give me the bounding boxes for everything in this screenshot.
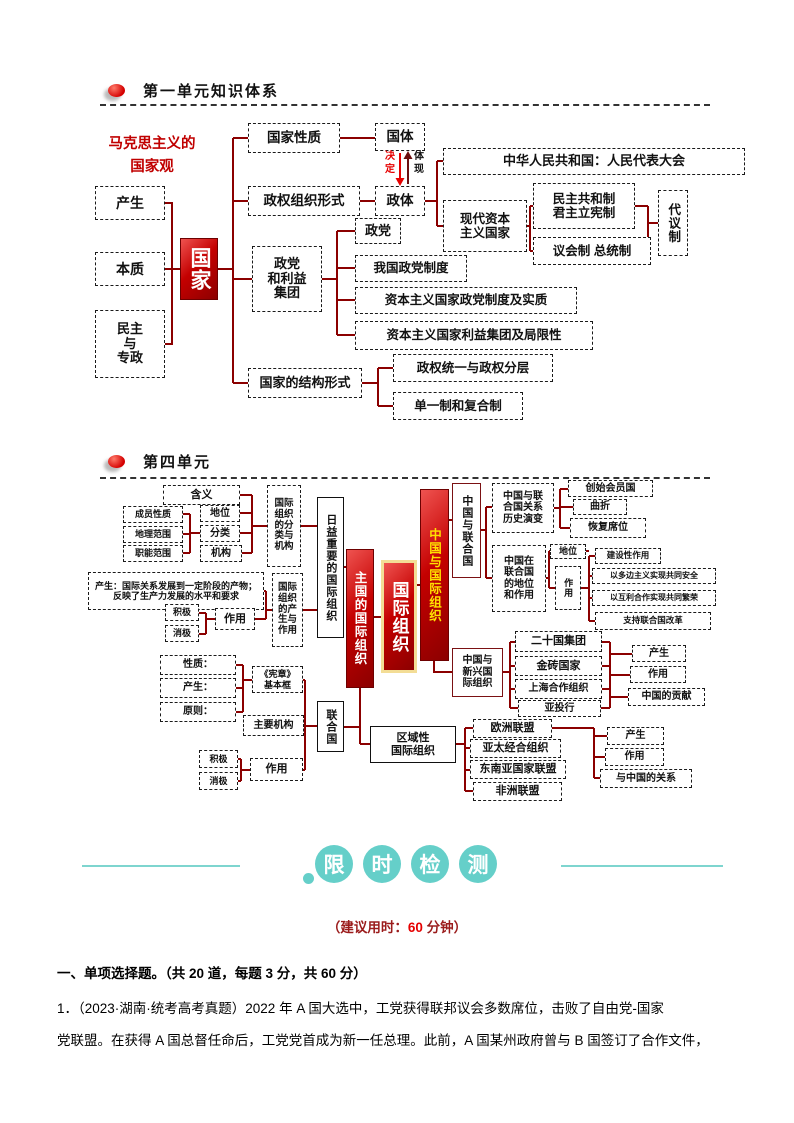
unit1-bullet-icon <box>108 84 125 97</box>
node-zhineng-fanwei: 职能范围 <box>123 545 183 562</box>
node-oumeng: 欧洲联盟 <box>473 719 552 738</box>
node-chansheng-r2: 产生 <box>607 727 664 745</box>
node-huifu-xiwei: 恢复席位 <box>570 518 646 538</box>
node-xiaoji-2: 消极 <box>199 772 238 790</box>
node-riyi-zhongyao: 日益重要的国际组织 <box>317 497 344 638</box>
node-g20: 二十国集团 <box>515 631 602 652</box>
node-chansheng-zuoyong: 国际 组织 的产 生与 作用 <box>272 573 303 647</box>
node-benzhi: 本质 <box>95 252 165 286</box>
banner-char-shi: 时 <box>363 845 401 883</box>
node-huli-hezuo: 以互利合作实现共同繁荣 <box>592 590 716 606</box>
node-yu-zhongguo-guanxi: 与中国的关系 <box>600 769 692 788</box>
node-xinxing-zuzhi: 中国与 新兴国 际组织 <box>452 648 503 697</box>
node-yatai: 亚太经合组织 <box>470 739 561 758</box>
node-zhengdang: 政党 <box>355 218 401 244</box>
node-zhuyao-jigou: 主要机构 <box>243 715 304 736</box>
node-shanghai-hezuo: 上海合作组织 <box>515 679 602 699</box>
node-zhengdang-liyi-jituan: 政党 和利益 集团 <box>252 246 322 312</box>
banner-char-jian: 检 <box>411 845 449 883</box>
node-lianheguo: 联合国 <box>317 701 344 752</box>
label-jueding: 决 定 <box>385 151 395 175</box>
node-jiji: 积极 <box>165 604 199 621</box>
node-minzhu-zhuanzheng: 民主 与 专政 <box>95 310 165 378</box>
node-zhengti: 政体 <box>375 186 425 216</box>
unit1-divider <box>100 104 710 106</box>
node-zhengquan-tongyi: 政权统一与政权分层 <box>393 354 553 382</box>
unit4-bullet-icon <box>108 455 125 468</box>
node-minzhu-gonghezhi: 民主共和制 君主立宪制 <box>533 183 635 229</box>
node-dongmeng: 东南亚国家联盟 <box>470 760 566 779</box>
node-zhichi-gaige: 支持联合国改革 <box>595 612 711 630</box>
node-lishi-yanbian: 中国与联 合国关系 历史演变 <box>492 483 554 533</box>
banner-line-right <box>561 865 723 867</box>
banner-dot-icon <box>303 873 314 884</box>
node-woguo-zhengdang-zhidu: 我国政党制度 <box>355 255 467 282</box>
node-duobian-zhuyi: 以多边主义实现共同安全 <box>592 568 716 584</box>
node-zhengquan-zuzhi-xingshi: 政权组织形式 <box>248 186 360 216</box>
label-tixian: 体 现 <box>414 151 424 175</box>
node-chuangshi-huiyuanguo: 创始会员国 <box>568 480 653 497</box>
node-jiji-2: 积极 <box>199 750 238 768</box>
unit1-side-label: 马克思主义的 国家观 <box>108 136 196 176</box>
time-note-suffix: 分钟） <box>422 920 468 935</box>
unit1-title: 第一单元知识体系 <box>143 83 280 100</box>
time-note: （建议用时：60 分钟） <box>0 916 794 936</box>
node-chansheng: 产生 <box>95 186 165 220</box>
unit4-title: 第四单元 <box>143 454 212 471</box>
node-zuoyong: 作用 <box>215 608 255 630</box>
node-ziben-zhengdang-zhidu: 资本主义国家政党制度及实质 <box>355 287 577 314</box>
node-fenlei-jigou: 国际 组织 的分 类与 机构 <box>267 485 301 567</box>
node-daiyizhi: 代议制 <box>658 190 688 256</box>
node-jigou: 机构 <box>200 545 242 562</box>
question-1-line-2: 党联盟。在获得 A 国总督任命后，工党党首成为新一任总理。此前，A 国某州政府曾… <box>57 1033 709 1048</box>
node-jinzhuan: 金砖国家 <box>515 656 602 676</box>
node-fenlei: 分类 <box>200 525 240 542</box>
node-yuanze-item: 原则： <box>160 702 236 722</box>
node-zhonghua: 中华人民共和国：人民代表大会 <box>443 148 745 175</box>
node-xiandai-ziben: 现代资本 主义国家 <box>443 200 527 252</box>
node-zhongguo-lianheguo: 中国与联合国 <box>452 483 481 578</box>
banner-zhongguo-guoji-zuzhi: 中国与国际组织 <box>420 489 449 661</box>
node-chengyuan-xingzhi: 成员性质 <box>123 506 183 523</box>
node-yihuizhi-zongtongzhi: 议会制 总统制 <box>533 237 651 265</box>
node-yatouhang: 亚投行 <box>518 700 601 717</box>
node-zuoyong-r2: 作用 <box>605 748 664 766</box>
node-diwei-2: 地位 <box>550 544 586 559</box>
node-chansheng-r1: 产生 <box>632 645 686 662</box>
node-zuoyong-b: 作用 <box>250 758 303 781</box>
time-note-prefix: （建议用时： <box>326 920 408 935</box>
banner-guoji-zuzhi-center: 国际组织 <box>381 560 417 673</box>
unit4-divider <box>100 477 710 479</box>
node-guoti: 国体 <box>375 123 425 151</box>
node-guojia-root: 国家 <box>180 238 218 300</box>
node-diwei: 地位 <box>200 505 240 522</box>
node-xiaoji: 消极 <box>165 625 199 642</box>
node-guojia-xingzhi: 国家性质 <box>248 123 340 153</box>
node-ziben-liyi-jituan: 资本主义国家利益集团及局限性 <box>355 321 593 350</box>
node-xianzhang: 《宪章》 基本框 <box>252 666 303 693</box>
banner-char-xian: 限 <box>315 845 353 883</box>
node-xingzhi-item: 性质： <box>160 655 236 675</box>
question-1-line-1: 1．（2023·湖南·统考高考真题）2022 年 A 国大选中，工党获得联邦议会… <box>57 1001 664 1016</box>
node-hanyi: 含义 <box>163 485 240 505</box>
node-zhongguo-gongxian: 中国的贡献 <box>628 688 705 706</box>
node-zuoyong-2: 作用 <box>555 566 581 610</box>
section-header: 一、单项选择题。（共 20 道，每题 3 分，共 60 分） <box>57 966 367 981</box>
node-jiegou-xingshi: 国家的结构形式 <box>248 368 362 398</box>
node-jianshexing-zuoyong: 建设性作用 <box>595 548 661 564</box>
banner-char-ce: 测 <box>459 845 497 883</box>
node-quyuxing: 区域性 国际组织 <box>370 726 456 763</box>
node-feimeng: 非洲联盟 <box>473 782 562 801</box>
time-note-value: 60 <box>407 920 423 935</box>
node-chansheng-item: 产生： <box>160 678 236 698</box>
node-diwei-zuoyong: 中国在 联合国 的地位 和作用 <box>492 545 546 612</box>
node-danyizhi-fuhezhi: 单一制和复合制 <box>393 392 523 420</box>
node-zuoyong-r1: 作用 <box>630 666 686 683</box>
node-quzhe: 曲折 <box>573 499 627 515</box>
node-dili-fanwei: 地理范围 <box>123 526 183 543</box>
banner-zhuguo-guoji-zuzhi: 主国的国际组织 <box>346 549 374 688</box>
banner-line-left <box>82 865 240 867</box>
